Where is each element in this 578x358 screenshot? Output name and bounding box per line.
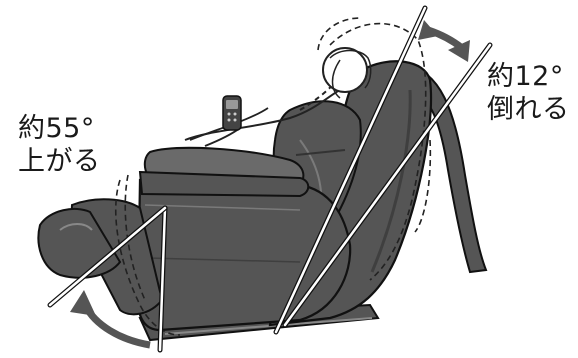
chair-seat (138, 180, 350, 330)
curved-arrow-icon (418, 20, 470, 62)
remote-control-icon (223, 96, 241, 130)
footrest-raise-label: 約55° 上がる (18, 112, 101, 178)
footrest-raise-angle: 約55° (18, 112, 101, 145)
back-recline-label: 約12° 倒れる (487, 60, 570, 126)
back-recline-text: 倒れる (487, 93, 570, 126)
back-recline-angle: 約12° (487, 60, 570, 93)
footrest-raise-text: 上がる (18, 145, 101, 178)
